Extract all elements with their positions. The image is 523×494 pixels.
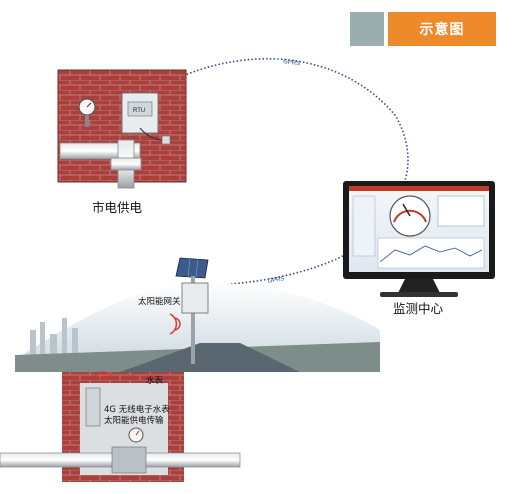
mains-power-station: RTU	[57, 69, 187, 189]
label-monitoring-center: 监测中心	[393, 301, 444, 316]
label-solar-gateway: 太阳能网关	[138, 297, 181, 307]
label-underground-note-2: 太阳能供电传输	[104, 416, 164, 426]
header-title: 示意图	[388, 12, 496, 46]
solar-gateway	[169, 257, 209, 364]
gprs-label-bottom: GPRS	[267, 276, 285, 285]
underground-well	[0, 371, 241, 482]
gprs-label-top: GPRS	[283, 59, 301, 67]
label-underground-note-1: 4G 无线电子水表	[104, 405, 170, 415]
well-signal-icon	[94, 371, 112, 381]
label-well: 水表	[146, 376, 164, 386]
wireless-signal-icon	[169, 313, 181, 335]
label-mains-power: 市电供电	[92, 200, 143, 215]
road-scene	[15, 282, 380, 372]
monitoring-center-monitor	[343, 181, 495, 297]
svg-text:RTU: RTU	[133, 108, 145, 114]
header-decoration	[350, 12, 384, 46]
